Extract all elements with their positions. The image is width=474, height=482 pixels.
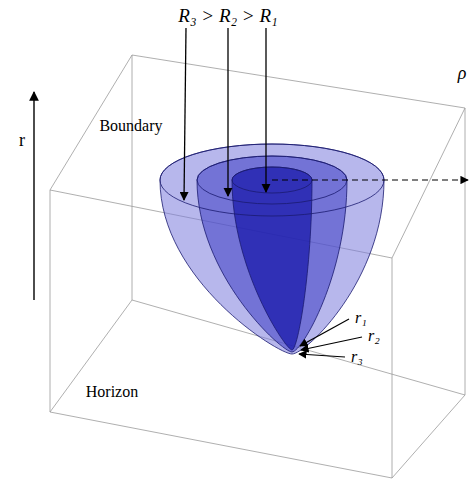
r-axis-arrow: [33, 92, 34, 300]
surface-r2: [197, 156, 347, 352]
region-label: Boundary: [99, 118, 162, 134]
tip-label: r₃: [351, 349, 363, 365]
region-label: Horizon: [86, 384, 138, 400]
tip-label: r₁: [355, 310, 367, 326]
surface-r1: [232, 167, 312, 350]
radius-leaders: [184, 28, 266, 200]
radius-order: R₃ > R₂ > R₁: [178, 6, 277, 25]
bounding-box: [50, 55, 465, 478]
rho-axis-arrow: [272, 179, 468, 180]
axis-label: ρ: [458, 64, 467, 82]
surface-r3: [160, 144, 384, 354]
tip-label: r₂: [368, 328, 380, 344]
paraboloid-surfaces: [160, 144, 384, 354]
axis-label: r: [19, 131, 25, 149]
